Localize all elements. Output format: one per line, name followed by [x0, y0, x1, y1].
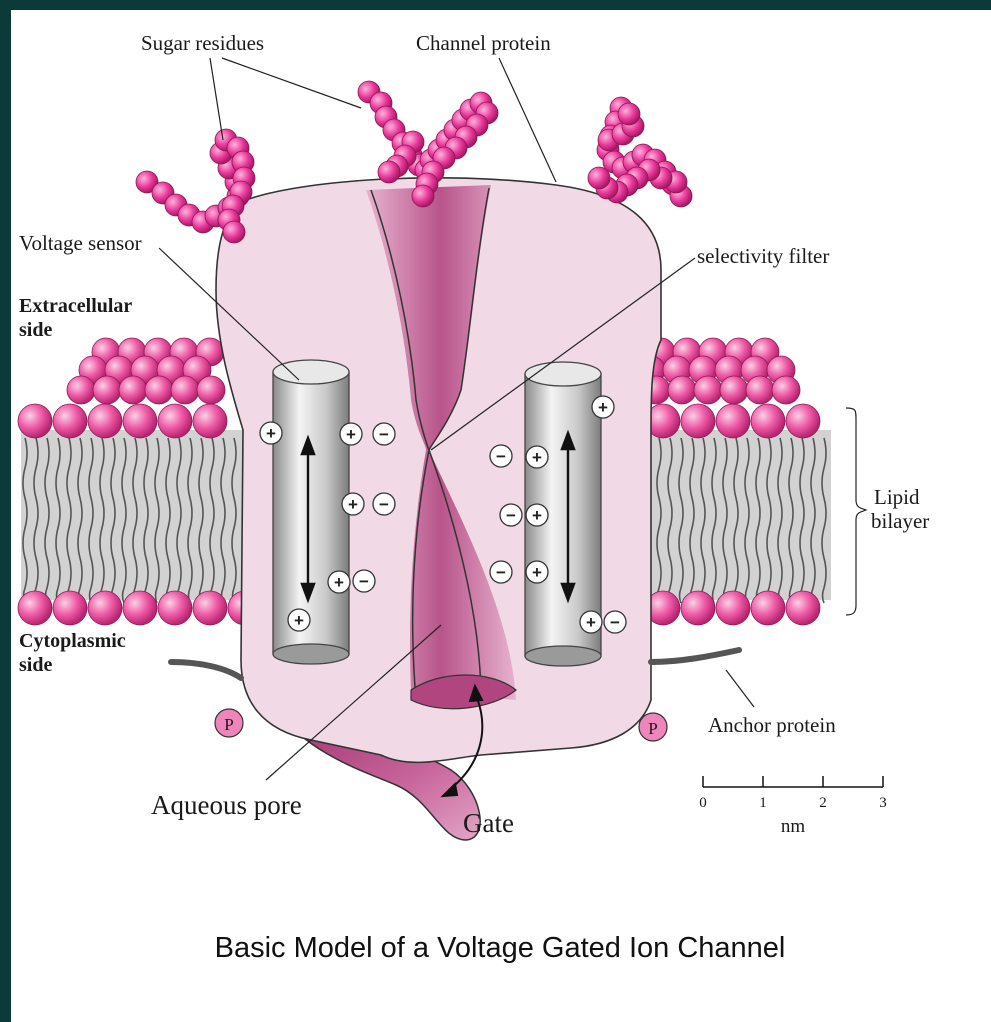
sugar-bead	[618, 103, 640, 125]
lipid-head	[123, 404, 157, 438]
sugar-bead	[588, 167, 610, 189]
lipid-head	[716, 404, 750, 438]
svg-text:+: +	[334, 573, 344, 592]
phosphate-right: P	[639, 713, 667, 741]
label-anchor-protein: Anchor protein	[708, 713, 836, 737]
lipid-head	[746, 376, 774, 404]
label-extracellular-side: side	[19, 319, 52, 341]
lipid-head	[88, 591, 122, 625]
positive-charge: +	[328, 571, 350, 593]
sugar-bead	[378, 161, 400, 183]
lipid-head	[751, 591, 785, 625]
label-lipid: Lipid	[874, 485, 920, 509]
positive-charge: +	[260, 422, 282, 444]
lipid-head	[720, 376, 748, 404]
svg-text:−: −	[496, 447, 506, 466]
negative-charge: −	[490, 445, 512, 467]
scale-tick-0: 0	[699, 795, 707, 811]
svg-text:+: +	[532, 506, 542, 525]
lipid-head	[751, 404, 785, 438]
lipid-head	[681, 404, 715, 438]
lipid-head	[193, 404, 227, 438]
svg-text:+: +	[532, 448, 542, 467]
lipid-head	[93, 376, 121, 404]
label-aqueous-pore: Aqueous pore	[151, 790, 302, 820]
lipid-head	[145, 376, 173, 404]
positive-charge: +	[580, 611, 602, 633]
svg-text:+: +	[294, 611, 304, 630]
lipid-head	[123, 591, 157, 625]
lipid-head	[681, 591, 715, 625]
negative-charge: −	[490, 561, 512, 583]
sugar-bead	[223, 221, 245, 243]
svg-text:−: −	[379, 425, 389, 444]
sugar-bead	[412, 185, 434, 207]
svg-text:+: +	[586, 613, 596, 632]
diagram-panel: ++−+−+−++−+−+−++− P P Sugar residues Cha…	[11, 10, 991, 1022]
positive-charge: +	[526, 561, 548, 583]
phosphate-right-label: P	[648, 719, 657, 738]
positive-charge: +	[340, 423, 362, 445]
svg-text:−: −	[359, 572, 369, 591]
lipid-head	[18, 591, 52, 625]
negative-charge: −	[604, 611, 626, 633]
figure-caption: Basic Model of a Voltage Gated Ion Chann…	[215, 932, 786, 964]
label-extracellular: Extracellular	[19, 295, 132, 317]
negative-charge: −	[500, 504, 522, 526]
svg-text:+: +	[266, 424, 276, 443]
phosphate-left-label: P	[224, 715, 233, 734]
lipid-head	[197, 376, 225, 404]
lipid-head	[772, 376, 800, 404]
negative-charge: −	[353, 570, 375, 592]
label-cytoplasmic-side: side	[19, 654, 52, 676]
scale-tick-3: 3	[879, 795, 887, 811]
lipid-head	[716, 591, 750, 625]
svg-text:−: −	[506, 506, 516, 525]
svg-text:−: −	[379, 495, 389, 514]
lipid-head	[53, 591, 87, 625]
lipid-head	[158, 591, 192, 625]
negative-charge: −	[373, 493, 395, 515]
label-bilayer: bilayer	[871, 509, 929, 533]
lipid-head	[694, 376, 722, 404]
label-cytoplasmic: Cytoplasmic	[19, 630, 126, 652]
label-selectivity-filter: selectivity filter	[697, 244, 829, 268]
positive-charge: +	[342, 493, 364, 515]
label-voltage-sensor: Voltage sensor	[19, 231, 142, 255]
label-channel-protein: Channel protein	[416, 31, 551, 55]
label-sugar-residues: Sugar residues	[141, 31, 264, 55]
svg-text:+: +	[598, 398, 608, 417]
ion-channel-diagram: ++−+−+−++−+−+−++− P P Sugar residues Cha…	[11, 10, 991, 1022]
svg-text:−: −	[496, 563, 506, 582]
lipid-head	[193, 591, 227, 625]
lipid-head	[668, 376, 696, 404]
positive-charge: +	[526, 446, 548, 468]
lipid-head	[67, 376, 95, 404]
positive-charge: +	[526, 504, 548, 526]
lipid-head	[171, 376, 199, 404]
scale-tick-2: 2	[819, 795, 827, 811]
svg-text:+: +	[532, 563, 542, 582]
lipid-head	[88, 404, 122, 438]
voltage-sensor-left	[273, 360, 349, 664]
svg-text:+: +	[348, 495, 358, 514]
lipid-head	[18, 404, 52, 438]
positive-charge: +	[288, 609, 310, 631]
anchor-protein-left	[171, 662, 241, 678]
svg-text:+: +	[346, 425, 356, 444]
positive-charge: +	[592, 396, 614, 418]
scale-bar: 0 1 2 3 nm	[699, 776, 887, 837]
label-gate: Gate	[463, 808, 514, 838]
scale-tick-1: 1	[759, 795, 767, 811]
lipid-head	[786, 404, 820, 438]
scale-unit: nm	[781, 816, 806, 837]
lipid-head	[158, 404, 192, 438]
phosphate-left: P	[215, 709, 243, 737]
negative-charge: −	[373, 423, 395, 445]
lipid-head	[119, 376, 147, 404]
anchor-protein-right	[651, 650, 739, 662]
lipid-head	[786, 591, 820, 625]
svg-text:−: −	[610, 613, 620, 632]
lipid-head	[53, 404, 87, 438]
